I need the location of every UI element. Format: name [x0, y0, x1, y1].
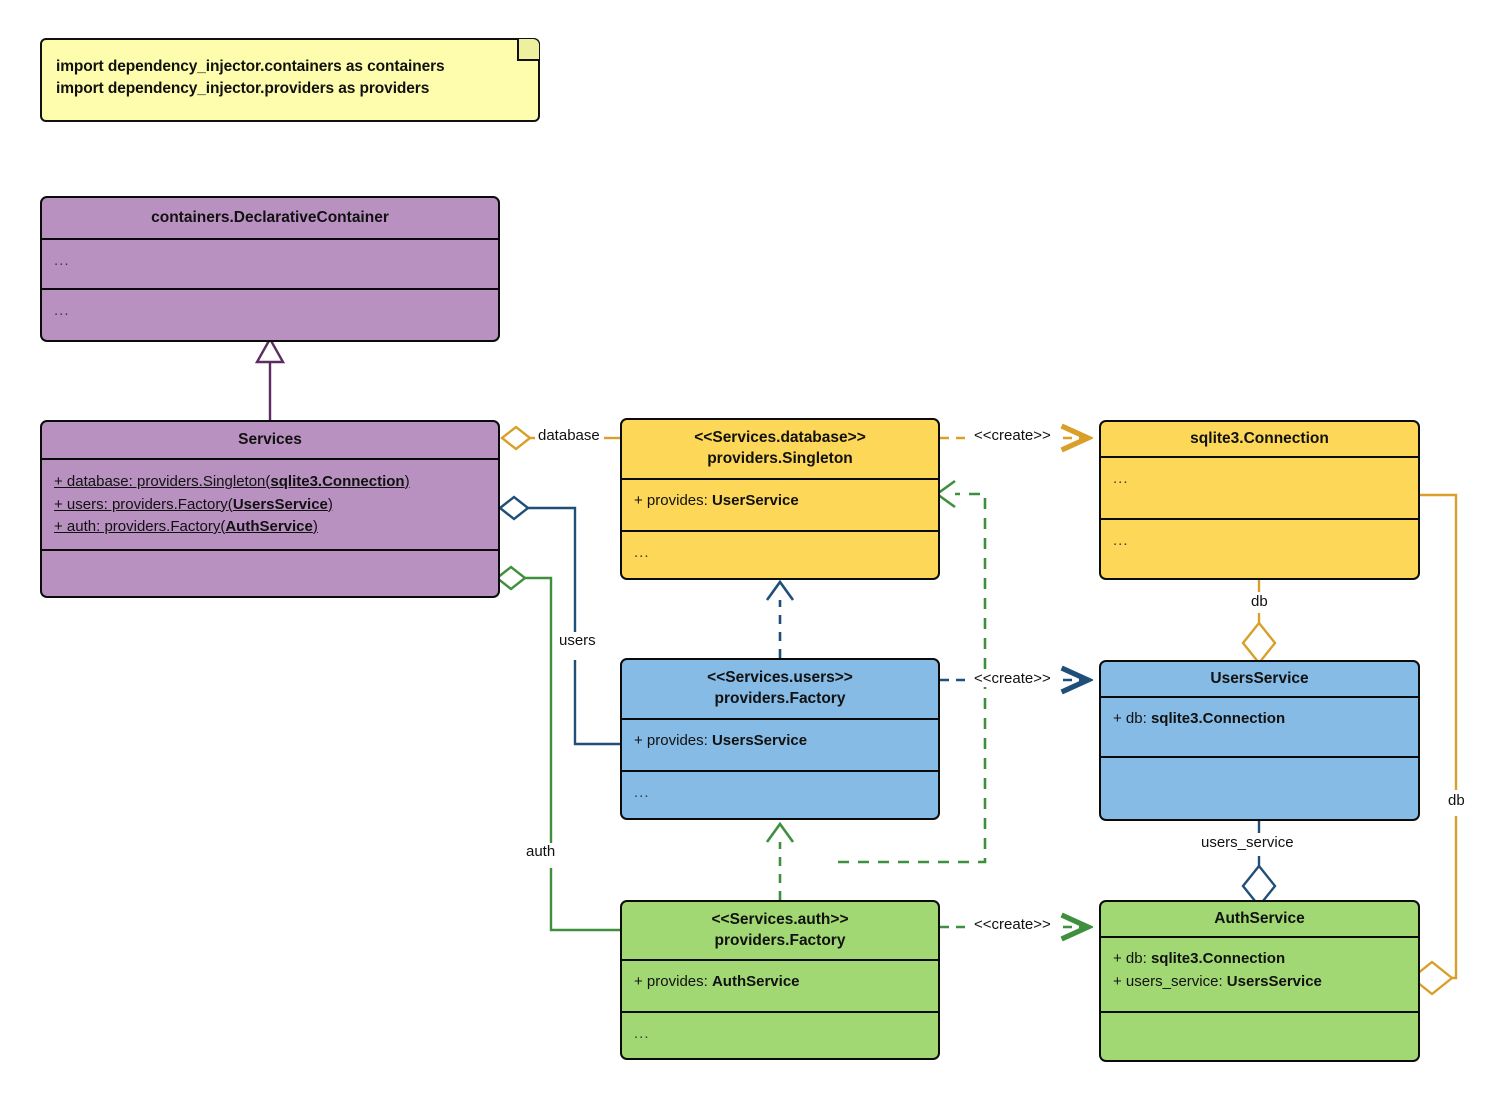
- attributes-ellipsis: ...: [1113, 470, 1129, 487]
- db-type: sqlite3.Connection: [1150, 710, 1286, 727]
- class-auth-service-attribute-db: + db: sqlite3.Connection: [1113, 950, 1286, 967]
- edge-dependency-users-to-database: [765, 579, 795, 658]
- class-auth-service[interactable]: AuthService + db: sqlite3.Connection + u…: [1099, 900, 1420, 1062]
- class-users-service[interactable]: UsersService + db: sqlite3.Connection: [1099, 660, 1420, 821]
- edge-label-db-authservice: db: [1445, 792, 1468, 809]
- class-provider-database[interactable]: <<Services.database>> providers.Singleto…: [620, 418, 940, 580]
- class-provider-users-attributes: + provides: UsersService: [622, 720, 938, 772]
- provides-type: UserService: [711, 492, 799, 509]
- note-imports: import dependency_injector.containers as…: [40, 38, 540, 122]
- class-declarative-container-attributes: ...: [42, 240, 498, 290]
- class-provider-users-title: <<Services.users>> providers.Factory: [622, 660, 938, 720]
- note-line-2: import dependency_injector.providers as …: [56, 80, 430, 98]
- class-services-attribute-auth: + auth: providers.Factory(AuthService): [54, 518, 318, 535]
- class-sqlite3-connection[interactable]: sqlite3.Connection ... ...: [1099, 420, 1420, 580]
- edge-label-users-service: users_service: [1198, 834, 1297, 851]
- class-provider-auth-stereotype: <<Services.auth>>: [711, 910, 849, 928]
- class-provider-users-stereotype: <<Services.users>>: [707, 669, 853, 687]
- class-provider-database-title: <<Services.database>> providers.Singleto…: [622, 420, 938, 480]
- edge-label-users: users: [556, 632, 599, 649]
- class-declarative-container[interactable]: containers.DeclarativeContainer ... ...: [40, 196, 500, 342]
- edge-label-create-database: <<create>>: [971, 427, 1054, 444]
- class-provider-auth-methods: ...: [622, 1013, 938, 1058]
- class-users-service-attributes: + db: sqlite3.Connection: [1101, 698, 1418, 758]
- class-provider-auth-title: <<Services.auth>> providers.Factory: [622, 902, 938, 961]
- provides-type: AuthService: [711, 973, 800, 990]
- class-sqlite3-connection-attributes: ...: [1101, 458, 1418, 520]
- class-provider-database-methods: ...: [622, 532, 938, 578]
- class-services-attribute-users: + users: providers.Factory(UsersService): [54, 495, 333, 513]
- edge-dependency-auth-to-users: [765, 821, 795, 900]
- class-provider-auth-name: providers.Factory: [714, 931, 846, 949]
- db-plain: + db:: [1113, 710, 1151, 727]
- class-auth-service-attribute-users-service: + users_service: UsersService: [1113, 972, 1322, 990]
- class-provider-users-methods: ...: [622, 772, 938, 818]
- class-services[interactable]: Services + database: providers.Singleton…: [40, 420, 500, 598]
- class-provider-database-name: providers.Singleton: [707, 450, 853, 467]
- class-services-methods: [42, 551, 498, 595]
- class-provider-database-stereotype: <<Services.database>>: [694, 429, 866, 447]
- edge-label-create-auth: <<create>>: [971, 916, 1054, 933]
- class-provider-users-name: providers.Factory: [714, 690, 846, 707]
- methods-ellipsis: ...: [1113, 532, 1129, 549]
- provides-plain: + provides:: [634, 732, 712, 749]
- class-provider-auth-attributes: + provides: AuthService: [622, 961, 938, 1013]
- provides-type: UsersService: [711, 732, 808, 749]
- edge-inheritance-services-declarativecontainer: [254, 336, 286, 420]
- methods-ellipsis: ...: [634, 1025, 650, 1042]
- class-auth-service-methods: [1101, 1013, 1418, 1059]
- edge-aggregation-users: [498, 495, 620, 746]
- class-services-attributes: + database: providers.Singleton(sqlite3.…: [42, 460, 498, 551]
- edge-label-db-usersservice: db: [1248, 593, 1271, 610]
- class-sqlite3-connection-methods: ...: [1101, 520, 1418, 577]
- methods-ellipsis: ...: [54, 302, 70, 319]
- edge-label-create-users: <<create>>: [971, 670, 1054, 687]
- methods-ellipsis: ...: [634, 544, 650, 561]
- class-provider-users[interactable]: <<Services.users>> providers.Factory + p…: [620, 658, 940, 820]
- provides-plain: + provides:: [634, 973, 712, 990]
- class-users-service-methods: [1101, 758, 1418, 818]
- class-auth-service-attributes: + db: sqlite3.Connection + users_service…: [1101, 938, 1418, 1013]
- class-services-attribute-database: + database: providers.Singleton(sqlite3.…: [54, 473, 410, 490]
- class-provider-auth[interactable]: <<Services.auth>> providers.Factory + pr…: [620, 900, 940, 1060]
- edge-label-database: database: [535, 427, 603, 444]
- methods-ellipsis: ...: [634, 784, 650, 801]
- class-sqlite3-connection-title: sqlite3.Connection: [1101, 422, 1418, 458]
- class-auth-service-title: AuthService: [1101, 902, 1418, 938]
- class-declarative-container-methods: ...: [42, 290, 498, 339]
- edge-label-auth: auth: [523, 843, 559, 860]
- class-users-service-title: UsersService: [1101, 662, 1418, 698]
- class-provider-database-attributes: + provides: UserService: [622, 480, 938, 532]
- class-services-title: Services: [42, 422, 498, 460]
- attributes-ellipsis: ...: [54, 252, 70, 269]
- provides-plain: + provides:: [634, 492, 712, 509]
- class-declarative-container-title: containers.DeclarativeContainer: [42, 198, 498, 240]
- note-line-1: import dependency_injector.containers as…: [56, 58, 445, 75]
- note-dogear-icon: [517, 39, 539, 61]
- edge-aggregation-auth: [495, 565, 620, 932]
